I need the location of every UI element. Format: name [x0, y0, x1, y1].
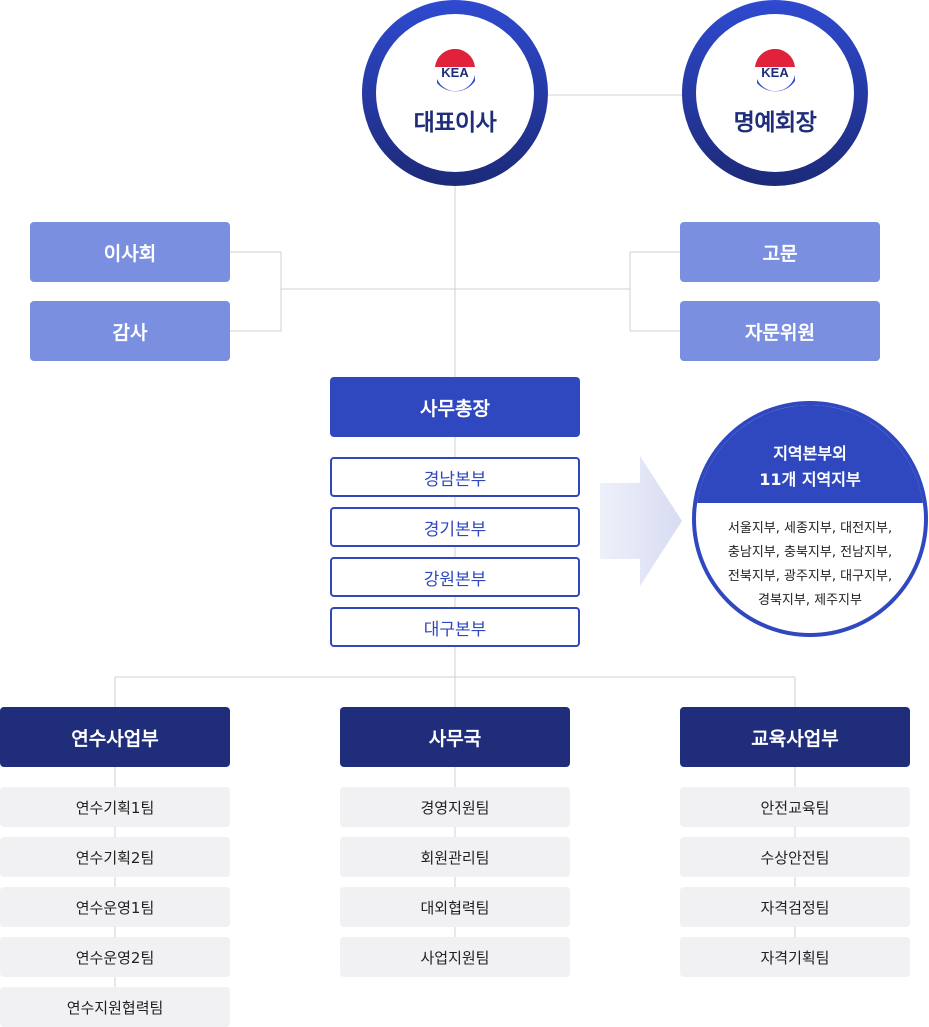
board-of-directors-box: 이사회 — [30, 222, 230, 282]
secretary-general-box: 사무총장 — [330, 377, 580, 437]
team-box: 경영지원팀 — [340, 787, 570, 827]
kea-logo-text: KEA — [441, 65, 469, 80]
regional-branch-list: 서울지부, 세종지부, 대전지부, 충남지부, 충북지부, 전남지부, 전북지부… — [696, 503, 924, 613]
team-box: 자격검정팀 — [680, 887, 910, 927]
audit-box: 감사 — [30, 301, 230, 361]
regional-branches-node: 지역본부외 11개 지역지부 서울지부, 세종지부, 대전지부, 충남지부, 충… — [692, 401, 928, 637]
team-box: 연수지원협력팀 — [0, 987, 230, 1027]
arrow-right-icon — [600, 456, 682, 586]
team-box: 연수운영2팀 — [0, 937, 230, 977]
dept-training-business: 연수사업부 — [0, 707, 230, 767]
hq-box-gangwon: 강원본부 — [330, 557, 580, 597]
team-box: 연수기획1팀 — [0, 787, 230, 827]
dept-secretariat: 사무국 — [340, 707, 570, 767]
ceo-node: KEA 대표이사 — [362, 0, 548, 186]
team-box: 대외협력팀 — [340, 887, 570, 927]
advisory-committee-box: 자문위원 — [680, 301, 880, 361]
chairman-node-inner: KEA 명예회장 — [696, 14, 854, 172]
hq-box-gyeongnam: 경남본부 — [330, 457, 580, 497]
team-box: 안전교육팀 — [680, 787, 910, 827]
branch-line: 서울지부, 세종지부, 대전지부, — [727, 521, 893, 536]
chairman-node: KEA 명예회장 — [682, 0, 868, 186]
chairman-title: 명예회장 — [733, 110, 817, 136]
team-box: 사업지원팀 — [340, 937, 570, 977]
hq-box-daegu: 대구본부 — [330, 607, 580, 647]
advisor-box: 고문 — [680, 222, 880, 282]
kea-logo-icon: KEA — [754, 49, 795, 92]
ceo-title: 대표이사 — [413, 110, 497, 136]
dept-education-business: 교육사업부 — [680, 707, 910, 767]
team-box: 수상안전팀 — [680, 837, 910, 877]
kea-logo-icon: KEA — [434, 49, 475, 92]
ceo-node-inner: KEA 대표이사 — [376, 14, 534, 172]
branch-line: 경북지부, 제주지부 — [758, 593, 862, 608]
kea-logo-text: KEA — [761, 65, 789, 80]
team-box: 회원관리팀 — [340, 837, 570, 877]
branch-line: 전북지부, 광주지부, 대구지부, — [727, 569, 893, 584]
regional-title-line2: 11개 지역지부 — [759, 470, 861, 489]
regional-title-line1: 지역본부외 — [773, 444, 847, 463]
branch-line: 충남지부, 충북지부, 전남지부, — [727, 545, 893, 560]
team-box: 연수운영1팀 — [0, 887, 230, 927]
hq-box-gyeonggi: 경기본부 — [330, 507, 580, 547]
team-box: 자격기획팀 — [680, 937, 910, 977]
team-box: 연수기획2팀 — [0, 837, 230, 877]
